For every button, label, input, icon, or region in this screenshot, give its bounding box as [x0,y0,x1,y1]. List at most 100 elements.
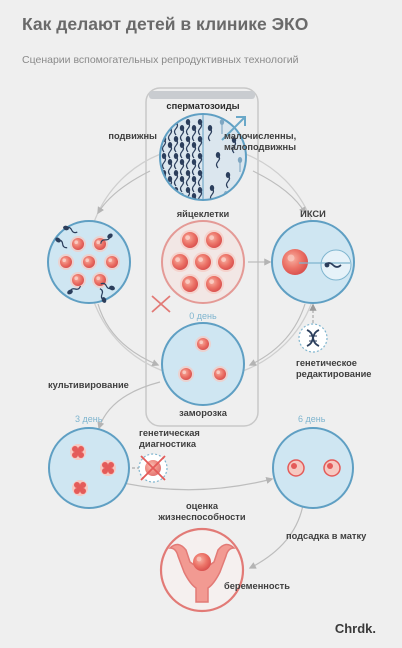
egg-cell-icon [180,230,200,250]
egg-cell-icon [104,254,120,270]
sperm-sample-circle [159,113,247,201]
sperm-icon [55,237,68,249]
cross-icon [138,453,168,483]
egg-cell-icon [170,252,190,272]
arrow-ivf-to-embryo [97,303,160,367]
blastocyst-icon [287,459,305,477]
label-genetic-diagnostics: генетическая диагностика [139,428,200,449]
egg-cell-icon [204,274,224,294]
sperm-icon [185,170,191,187]
embryo-icon [100,460,116,476]
egg-cell-icon [204,230,224,250]
sperm-icon [179,142,185,159]
sperm-icon [197,153,203,170]
sperm-icon [219,119,225,134]
label-pregnancy: беременность [224,581,290,591]
sperm-icon [191,125,197,142]
sperm-icon [185,119,191,136]
egg-cell-icon [195,336,211,352]
sperm-icon [161,119,167,136]
sperm-icon [209,185,215,199]
sperm-icon [191,176,197,193]
sperm-icon [231,137,237,154]
sperm-icon [167,142,173,159]
page-subtitle: Сценарии вспомогательных репродуктивных … [22,54,299,66]
arrow-to-uterus [248,504,304,569]
arrow-icsi-to-embryo [248,303,306,366]
icsi-circle [271,220,355,304]
sperm-icon [197,170,203,187]
label-eggs: яйцеклетки [176,209,230,219]
sperm-icon [173,170,179,187]
sperm-icon [191,193,197,199]
arrow-icon [221,116,246,141]
sperm-icon [179,159,185,176]
label-day6: 6 день [298,414,326,424]
embryo-icon [72,480,88,496]
sperm-icon [100,282,115,291]
arrow-to-day6 [109,476,274,491]
ivf-circle [47,220,131,304]
label-few-low-motility: малочисленны, малоподвижны [224,131,297,152]
egg-cell-icon [92,236,108,252]
dna-icon [298,323,328,353]
sperm-icon [99,288,107,303]
eggs-circle [161,220,245,304]
label-transfer: подсадка в матку [286,531,367,541]
label-day3: 3 день [75,414,103,424]
label-day0: 0 день [189,311,217,321]
uterus-icon [159,527,245,613]
sperm-icon [179,125,185,142]
page-title: Как делают детей в клинике ЭКО [22,14,309,34]
sperm-icon [179,176,185,193]
arrow-to-ivf [97,170,151,215]
sperm-icon [100,233,113,244]
day0-embryo-circle [161,322,245,406]
embryo-icon [70,444,86,460]
sperm-icon [185,153,191,170]
day6-embryo-circle [272,427,354,509]
sperm-icon [197,119,203,136]
sperm-icon [197,187,203,199]
sperm-icon [207,125,213,142]
label-motile: подвижны [108,131,157,141]
egg-cell-icon [180,274,200,294]
egg-cell-icon [193,252,213,272]
label-cultivation: культивирование [48,380,129,390]
egg-cell-icon [178,366,194,382]
sperm-icon [173,153,179,170]
sperm-icon [185,136,191,153]
egg-cell-icon [70,236,86,252]
arrow-to-day3 [97,381,161,430]
label-icsi: ИКСИ [300,209,326,219]
sperm-icon [191,142,197,159]
label-gene-editing: генетическое редактирование [296,358,372,379]
brand-logo: Chrdk. [334,621,376,636]
sperm-icon [167,193,173,199]
sperm-icon [161,187,167,199]
sperm-column-frame [145,87,259,427]
egg-cell-icon [212,366,228,382]
egg-cell-icon [58,254,74,270]
egg-cell-icon [81,254,97,270]
label-sperm: спермaтозоиды [166,101,240,111]
sperm-icon [67,285,81,295]
sperm-icon [173,136,179,153]
female-symbol-icon [151,295,171,313]
sperm-icon [167,159,173,176]
blastocyst-icon [323,459,341,477]
sperm-icon [225,172,231,189]
label-viability: оценка жизнеспособности [158,501,246,522]
sperm-icon [63,225,78,234]
day3-embryo-circle [48,427,130,509]
egg-cell-icon [70,272,86,288]
sperm-icon [191,159,197,176]
label-freezing: заморозка [179,408,227,418]
sperm-icon [197,136,203,153]
sperm-icon [161,153,167,170]
sperm-icon [215,152,221,169]
sperm-icon [237,157,243,172]
arrow-to-icsi [252,170,306,215]
egg-cell-icon [216,252,236,272]
